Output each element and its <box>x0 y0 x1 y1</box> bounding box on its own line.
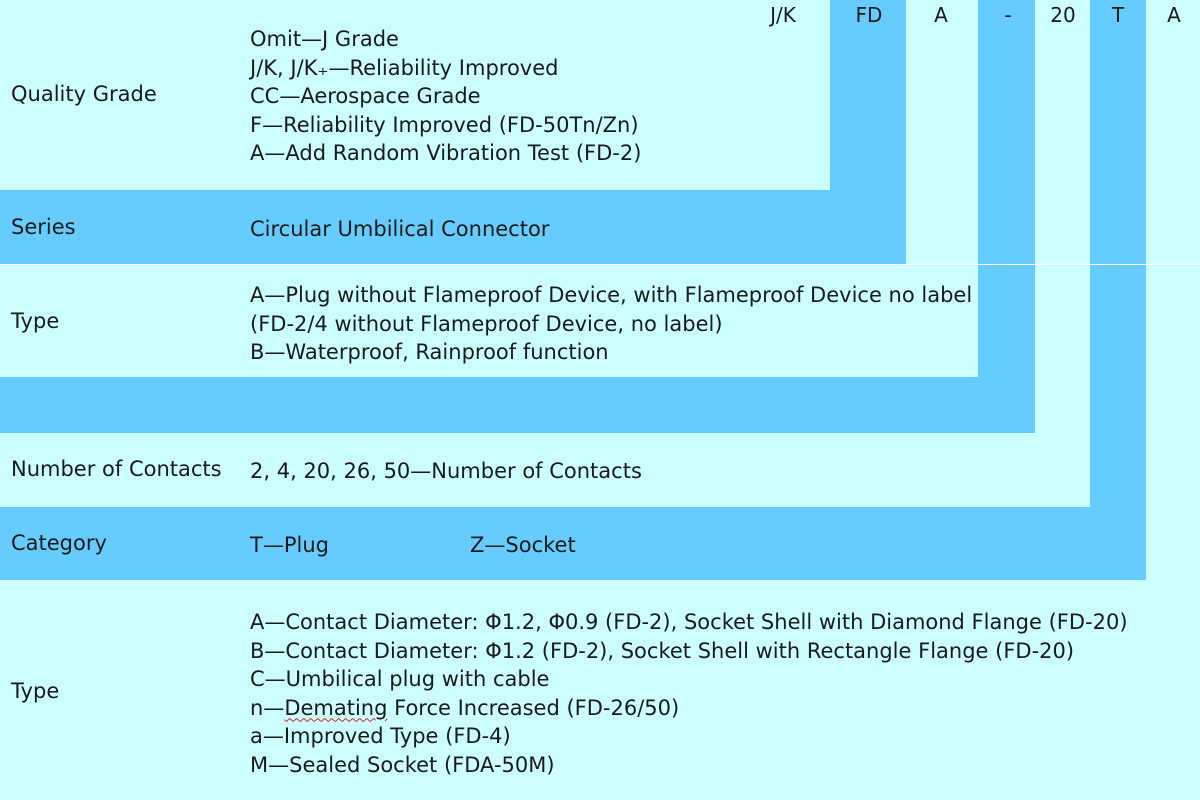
quality-grade-option: Omit—J Grade <box>250 27 399 51</box>
code-contacts: 20 <box>1050 3 1076 27</box>
series-row-band <box>0 190 906 264</box>
code-type2: A <box>1167 3 1181 27</box>
code-dash: - <box>1004 3 1012 27</box>
spellcheck-underlined-word: Demating <box>284 695 388 720</box>
category-column-band <box>1090 0 1146 580</box>
dash-column-band <box>978 0 1035 433</box>
row-divider <box>0 264 1200 265</box>
type2-option: A—Contact Diameter: Φ1.2, Φ0.9 (FD-2), S… <box>250 610 1128 634</box>
category-socket-text: Z—Socket <box>470 533 576 557</box>
category-socket: Z—Socket <box>470 531 576 560</box>
quality-grade-option: CC—Aerospace Grade <box>250 84 481 108</box>
type-label: Type <box>11 309 60 333</box>
code-type: A <box>934 3 948 27</box>
contacts-description: 2, 4, 20, 26, 50—Number of Contacts <box>250 457 642 486</box>
code-category: T <box>1111 3 1125 27</box>
contacts-option: 2, 4, 20, 26, 50—Number of Contacts <box>250 459 642 483</box>
code-series: FD <box>855 3 883 27</box>
category-label: Category <box>11 531 107 555</box>
series-label: Series <box>11 215 76 239</box>
type2-label: Type <box>11 679 60 703</box>
quality-grade-label: Quality Grade <box>11 82 157 106</box>
type2-n-rest: Force Increased (FD-26/50) <box>387 695 680 720</box>
type-option: B—Waterproof, Rainproof function <box>250 340 609 364</box>
quality-grade-option: J/K, J/K₊—Reliability Improved <box>250 55 559 80</box>
series-description: Circular Umbilical Connector <box>250 215 549 244</box>
type2-options: A—Contact Diameter: Φ1.2, Φ0.9 (FD-2), S… <box>250 608 1128 779</box>
quality-grade-options: Omit—J Grade J/K, J/K₊—Reliability Impro… <box>250 25 641 168</box>
type2-option: C—Umbilical plug with cable <box>250 667 550 691</box>
category-plug-text: T—Plug <box>250 533 329 557</box>
category-row-band <box>0 507 1146 580</box>
contacts-label: Number of Contacts <box>11 457 222 481</box>
type-options: A—Plug without Flameproof Device, with F… <box>250 281 972 367</box>
type2-option: n—Demating Force Increased (FD-26/50) <box>250 694 1128 723</box>
category-plug: T—Plug <box>250 531 329 560</box>
quality-grade-option: A—Add Random Vibration Test (FD-2) <box>250 141 642 165</box>
quality-grade-option: F—Reliability Improved (FD-50Tn/Zn) <box>250 112 639 137</box>
type2-option: B—Contact Diameter: Φ1.2 (FD-2), Socket … <box>250 638 1075 663</box>
type-option: (FD-2/4 without Flameproof Device, no la… <box>250 311 723 336</box>
type-option: A—Plug without Flameproof Device, with F… <box>250 283 973 307</box>
series-option: Circular Umbilical Connector <box>250 217 550 241</box>
type2-option: M—Sealed Socket (FDA-50M) <box>250 752 555 777</box>
type2-option: a—Improved Type (FD-4) <box>250 724 511 748</box>
code-quality-grade: J/K <box>770 3 796 27</box>
type2-n-code: n— <box>250 695 285 720</box>
dash-row-band <box>0 377 1035 433</box>
